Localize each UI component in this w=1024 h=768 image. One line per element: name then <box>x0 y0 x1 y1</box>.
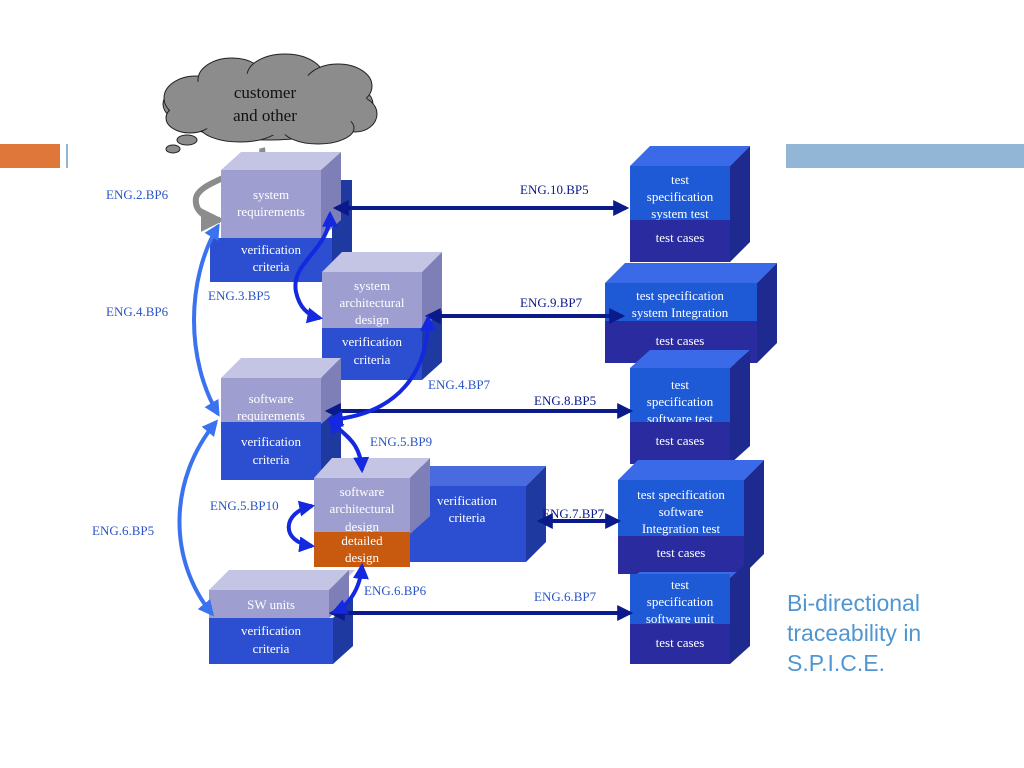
label-eng-8-bp5: ENG.8.BP5 <box>534 393 596 408</box>
sys-test-spec-1: test <box>671 172 689 187</box>
arrow-eng-4-bp7 <box>326 314 436 427</box>
block-software-architectural-design: verification criteria software architect… <box>314 458 546 567</box>
sys-arch-title-2: architectural <box>340 295 405 310</box>
label-eng-7-bp7: ENG.7.BP7 <box>542 506 605 521</box>
arrow-eng-5-bp10 <box>286 500 316 553</box>
accent-bar-orange <box>0 144 60 168</box>
sys-arch-verif-2: criteria <box>354 352 391 367</box>
sw-arch-title-2: architectural <box>330 501 395 516</box>
caption-line-3: S.P.I.C.E. <box>787 650 886 676</box>
accent-divider <box>66 144 68 168</box>
arrow-labels: ENG.10.BP5 ENG.9.BP7 ENG.8.BP5 ENG.7.BP7… <box>520 182 605 604</box>
sw-unit-spec-3: software unit <box>646 611 715 626</box>
label-eng-5-bp10: ENG.5.BP10 <box>210 498 279 513</box>
sw-units-title: SW units <box>247 597 295 612</box>
sys-test-spec-2: specification <box>647 189 714 204</box>
block-sw-units: SW units verification criteria <box>209 570 355 664</box>
sys-test-spec-3: system test <box>651 206 709 221</box>
sw-units-verif-1: verification <box>241 623 301 638</box>
sw-test-spec-1: test <box>671 377 689 392</box>
label-eng-4-bp7: ENG.4.BP7 <box>428 377 491 392</box>
horizontal-arrows <box>324 200 634 621</box>
sw-unit-spec-1: test <box>671 577 689 592</box>
sw-arch-verif-2: criteria <box>449 510 486 525</box>
label-eng-10-bp5: ENG.10.BP5 <box>520 182 589 197</box>
caption-line-2: traceability in <box>787 620 922 646</box>
label-eng-6-bp7: ENG.6.BP7 <box>534 589 597 604</box>
block-test-software: test specification software test test ca… <box>630 350 750 464</box>
label-eng-6-bp5: ENG.6.BP5 <box>92 523 154 538</box>
detailed-design-1: detailed <box>341 533 383 548</box>
customer-cloud: customer and other <box>162 53 378 154</box>
caption-line-1: Bi-directional <box>787 590 920 616</box>
accent-bar-blue <box>786 144 1024 168</box>
arrow-eng-4-bp6 <box>192 223 220 417</box>
sw-units-verif-2: criteria <box>253 641 290 656</box>
sw-int-spec-3: Integration test <box>642 521 721 536</box>
label-eng-5-bp9: ENG.5.BP9 <box>370 434 432 449</box>
sys-test-cases: test cases <box>656 230 705 245</box>
sw-arch-title-1: software <box>340 484 385 499</box>
arrow-eng-3-bp5 <box>293 210 338 324</box>
middle-curved-arrows <box>286 210 436 615</box>
label-eng-3-bp5: ENG.3.BP5 <box>208 288 270 303</box>
sw-unit-spec-2: specification <box>647 594 714 609</box>
cloud-text-line1: customer <box>234 83 297 102</box>
block-test-software-integration: test specification software Integration … <box>618 460 764 574</box>
sw-test-spec-2: specification <box>647 394 714 409</box>
arrow-eng-6-bp6 <box>331 562 369 615</box>
sw-req-title-2: requirements <box>237 408 305 423</box>
sys-arch-title-1: system <box>354 278 390 293</box>
sys-req-title-2: requirements <box>237 204 305 219</box>
sys-req-verif-1: verification <box>241 242 301 257</box>
block-test-system: test specification system test test case… <box>630 146 750 262</box>
sys-int-cases: test cases <box>656 333 705 348</box>
labels: ENG.2.BP6 ENG.4.BP6 ENG.6.BP5 ENG.3.BP5 … <box>92 187 491 598</box>
label-eng-4-bp6: ENG.4.BP6 <box>106 304 169 319</box>
arrow-eng-5-bp9 <box>327 417 370 474</box>
block-test-software-unit: test specification software unit test ca… <box>630 560 750 664</box>
sys-arch-title-3: design <box>355 312 389 327</box>
sw-int-cases: test cases <box>657 545 706 560</box>
sw-test-cases: test cases <box>656 433 705 448</box>
left-curved-arrows <box>177 223 220 617</box>
cloud-text-line2: and other <box>233 106 297 125</box>
label-eng-2-bp6: ENG.2.BP6 <box>106 187 169 202</box>
sys-int-spec-1: test specification <box>636 288 724 303</box>
sys-req-verif-2: criteria <box>253 259 290 274</box>
sw-int-spec-1: test specification <box>637 487 725 502</box>
sw-req-verif-2: criteria <box>253 452 290 467</box>
sw-arch-title-3: design <box>345 519 379 534</box>
label-eng-6-bp6: ENG.6.BP6 <box>364 583 427 598</box>
sys-req-title-1: system <box>253 187 289 202</box>
block-test-system-integration: test specification system Integration te… <box>605 263 777 363</box>
sw-arch-verif-1: verification <box>437 493 497 508</box>
block-software-requirements: software requirements verification crite… <box>221 358 341 480</box>
detailed-design-2: design <box>345 550 379 565</box>
caption: Bi-directional traceability in S.P.I.C.E… <box>787 588 987 678</box>
sw-req-title-1: software <box>249 391 294 406</box>
label-eng-9-bp7: ENG.9.BP7 <box>520 295 583 310</box>
sys-int-spec-2: system Integration <box>632 305 729 320</box>
sw-int-spec-2: software <box>659 504 704 519</box>
sys-arch-verif-1: verification <box>342 334 402 349</box>
sw-req-verif-1: verification <box>241 434 301 449</box>
sw-unit-cases: test cases <box>656 635 705 650</box>
arrow-eng-6-bp5 <box>177 419 219 617</box>
